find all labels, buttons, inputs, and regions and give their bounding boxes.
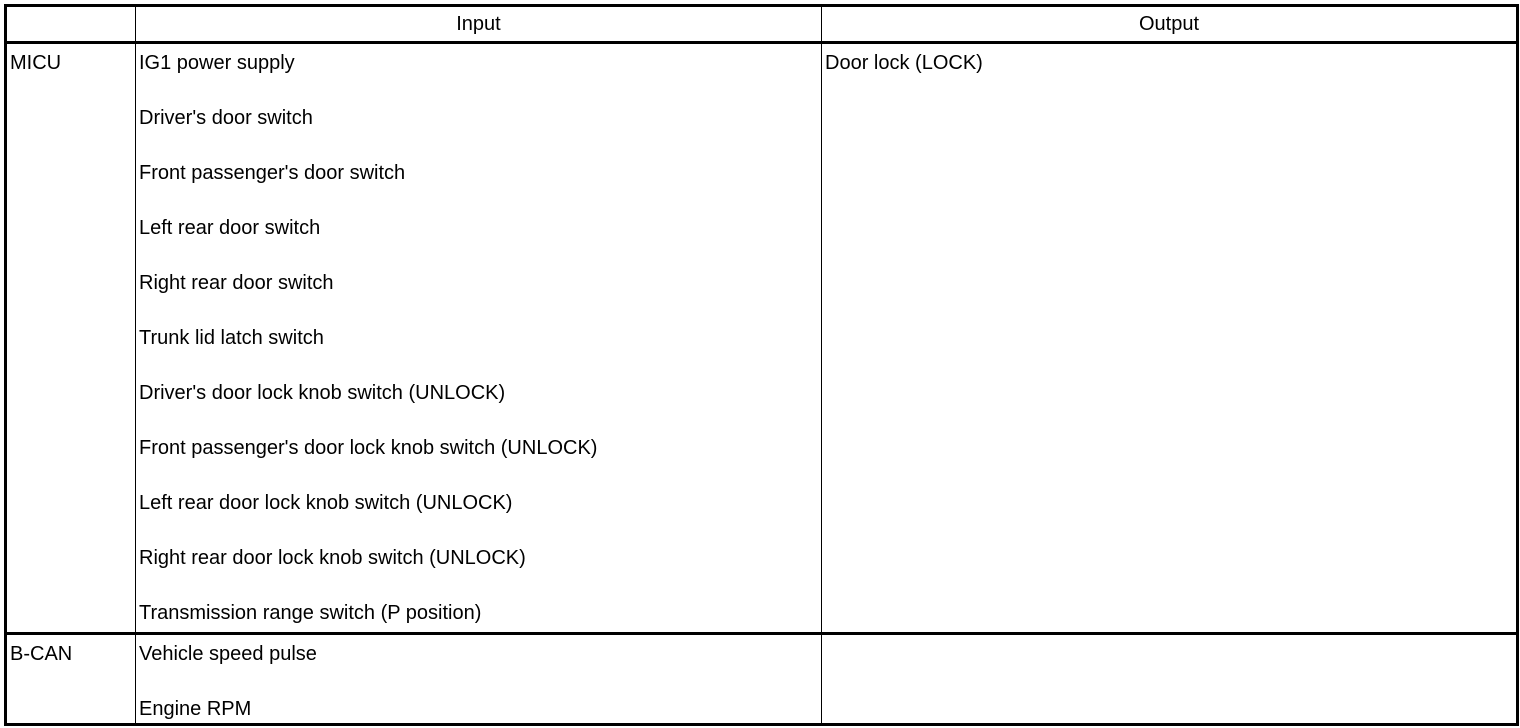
- input-column-header: Input: [135, 4, 822, 44]
- input-item: Driver's door lock knob switch (UNLOCK): [139, 382, 506, 404]
- input-item: Transmission range switch (P position): [139, 602, 482, 624]
- header-row: Input Output: [5, 4, 1518, 44]
- input-output-table: Input Output MICU IG1 power supply Drive…: [4, 4, 1519, 726]
- input-item: Right rear door switch: [139, 272, 334, 294]
- input-item: Trunk lid latch switch: [139, 327, 324, 349]
- input-item: Vehicle speed pulse: [139, 643, 317, 665]
- table-row-micu: MICU IG1 power supply Driver's door swit…: [5, 41, 1518, 635]
- input-item: Front passenger's door lock knob switch …: [139, 437, 598, 459]
- input-item: Left rear door lock knob switch (UNLOCK): [139, 492, 513, 514]
- bcan-inputs-cell: Vehicle speed pulse Engine RPM: [135, 632, 822, 726]
- output-item: Door lock (LOCK): [825, 52, 983, 74]
- input-item: Driver's door switch: [139, 107, 313, 129]
- bcan-outputs-cell: [821, 632, 1518, 726]
- source-label-bcan: B-CAN: [5, 632, 136, 726]
- input-item: IG1 power supply: [139, 52, 295, 74]
- corner-header-cell: [5, 4, 136, 44]
- micu-outputs-cell: Door lock (LOCK): [821, 41, 1518, 635]
- input-item: Left rear door switch: [139, 217, 321, 239]
- input-item: Front passenger's door switch: [139, 162, 406, 184]
- input-item: Engine RPM: [139, 698, 252, 720]
- input-item: Right rear door lock knob switch (UNLOCK…: [139, 547, 526, 569]
- output-column-header: Output: [821, 4, 1518, 44]
- micu-inputs-cell: IG1 power supply Driver's door switch Fr…: [135, 41, 822, 635]
- table-row-bcan: B-CAN Vehicle speed pulse Engine RPM: [5, 632, 1518, 726]
- source-label-micu: MICU: [5, 41, 136, 635]
